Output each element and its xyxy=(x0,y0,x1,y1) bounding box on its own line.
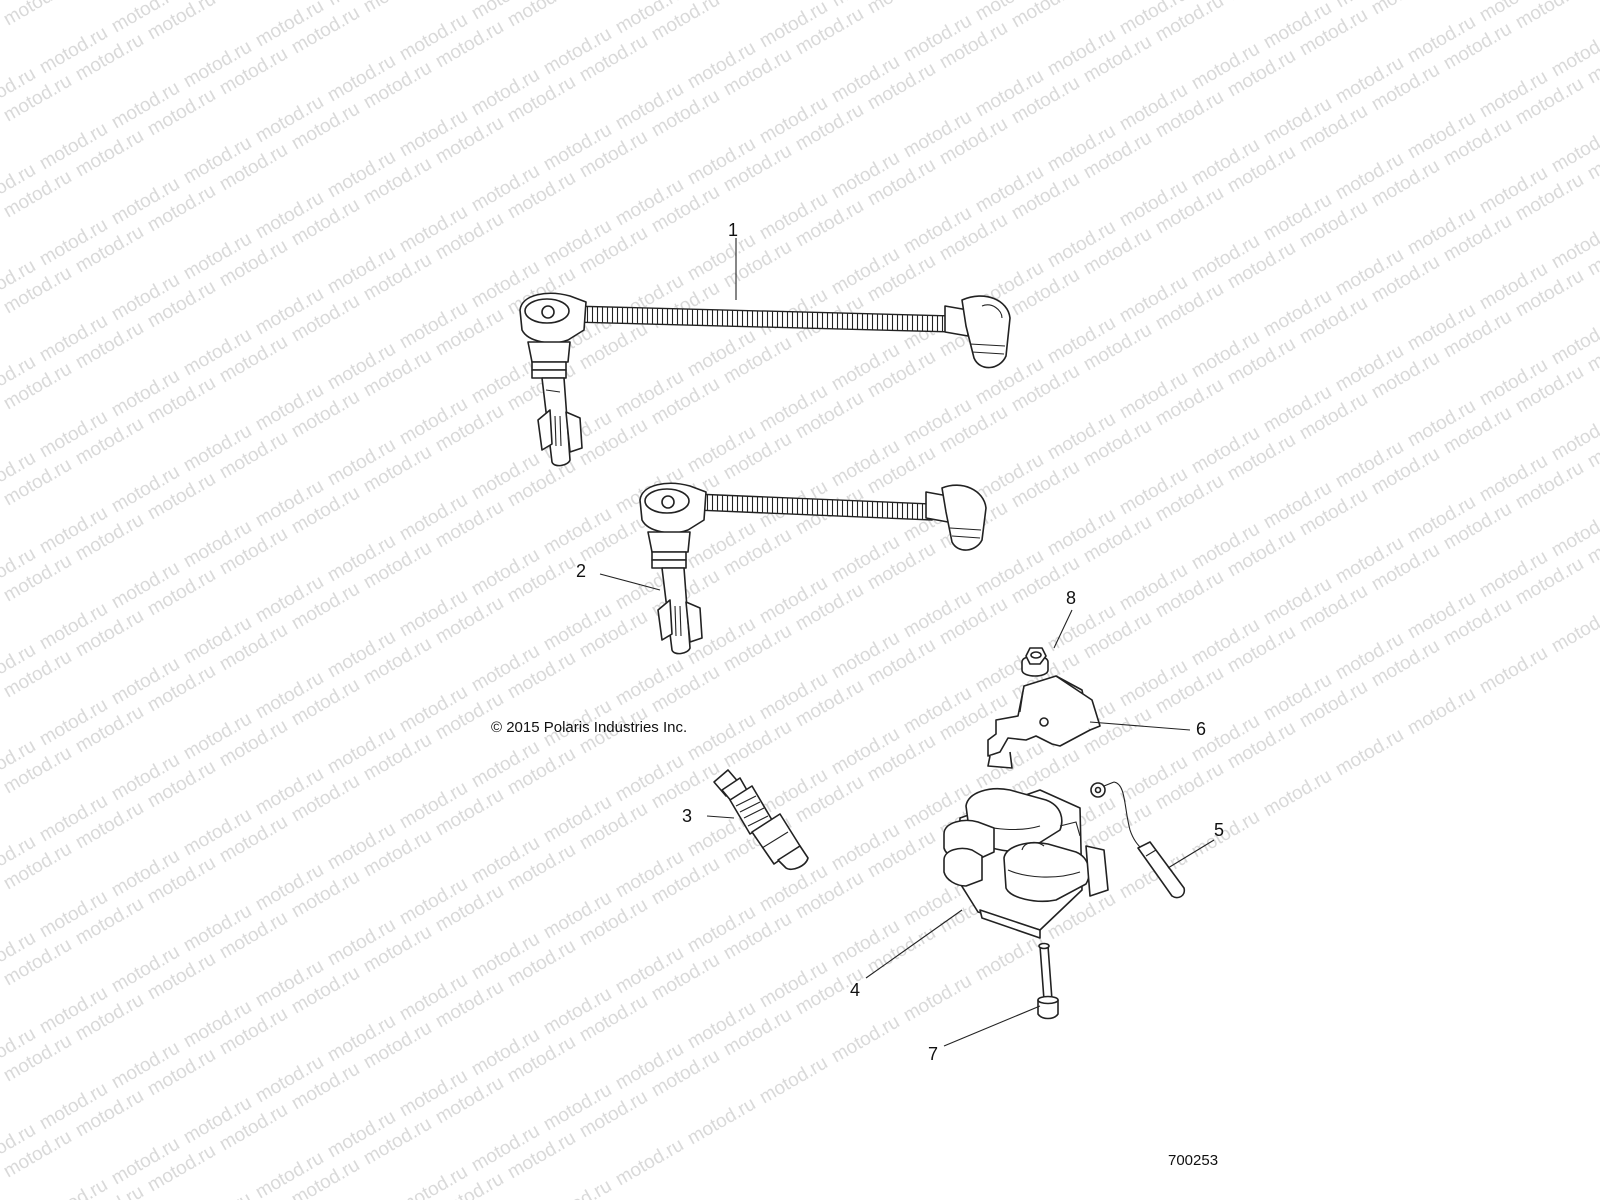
callout-2: 2 xyxy=(576,561,587,581)
leader-lines xyxy=(599,238,1215,1047)
spark-plug-3 xyxy=(713,769,809,871)
callout-4: 4 xyxy=(850,980,861,1000)
leader-6 xyxy=(1089,721,1191,731)
callout-3: 3 xyxy=(682,806,693,826)
callout-1: 1 xyxy=(728,220,739,240)
part-number: 700253 xyxy=(1168,1152,1219,1169)
leader-3 xyxy=(706,815,735,819)
flange-nut-8 xyxy=(1021,647,1049,677)
callout-8: 8 xyxy=(1066,588,1077,608)
ground-wire-5 xyxy=(1090,781,1186,899)
callout-6: 6 xyxy=(1196,719,1207,739)
callout-7: 7 xyxy=(928,1044,939,1064)
copyright-text: © 2015 Polaris Industries Inc. xyxy=(491,719,688,736)
leader-2 xyxy=(599,573,661,591)
leader-8 xyxy=(1053,609,1073,649)
leader-4 xyxy=(865,909,963,979)
ignition-coil-4 xyxy=(943,788,1109,939)
callout-5: 5 xyxy=(1214,820,1225,840)
spark-plug-wire-1 xyxy=(519,292,1011,467)
bolt-7 xyxy=(1037,942,1059,1020)
leader-7 xyxy=(943,1005,1041,1047)
spark-plug-wire-2 xyxy=(639,482,987,655)
leader-5 xyxy=(1167,839,1215,869)
coil-bracket-6 xyxy=(987,675,1101,769)
